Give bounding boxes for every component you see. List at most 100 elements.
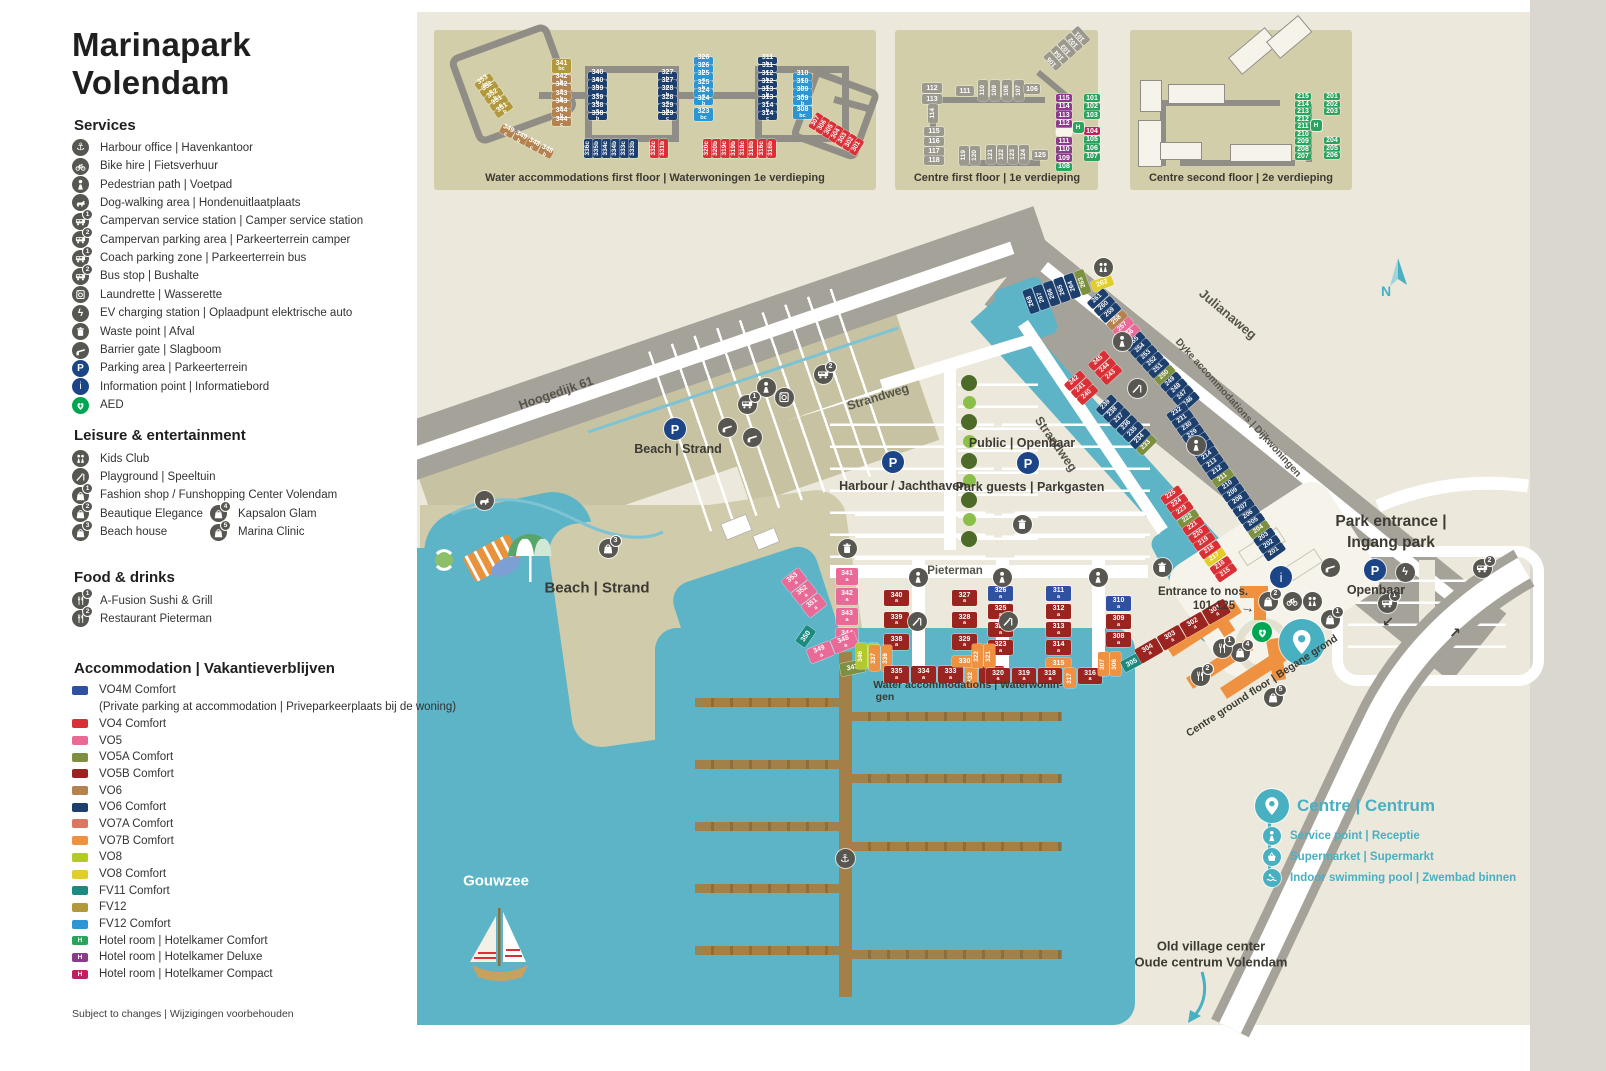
accommodation-cell: VO6 [72,785,122,797]
map-unit: 322 [972,644,983,668]
legend-item-label: Pedestrian path | Voetpad [100,178,233,191]
unit-suffix: a [1116,621,1121,628]
hotel-h: H [77,970,83,978]
vehicle-icon: 1 [72,208,93,230]
unit-number: 113 [926,95,938,103]
legend-item-label: Harbour office | Havenkantoor [100,141,253,154]
unit-suffix: a [1116,639,1121,646]
map-unit: 213 [1295,108,1311,115]
restaurant-icon: 2 [1190,662,1214,686]
accommodation-heading: Accommodation | Vakantieverblijven [74,660,335,678]
map-unit: 316b [767,139,776,158]
map-unit: 108 [1002,80,1012,101]
legend-item: Laundrette | Wasserette [72,286,402,304]
color-swatch [72,685,88,695]
services-heading: Services [74,116,136,134]
map-unit: 319c [721,139,730,158]
color-swatch [72,902,88,912]
map-unit: 105 [1084,135,1100,144]
legend-item-label: Campervan parking area | Parkeerterrein … [100,233,351,246]
tree-icon [961,453,977,469]
legend-item-label: Kids Club [100,452,150,465]
unit-suffix: b [701,85,706,92]
map-unit: 315 [1046,658,1071,668]
legend-item-label: Information point | Informatiebord [100,380,270,393]
map-unit: 109 [1056,154,1072,163]
legend-item-label: A-Fusion Sushi & Grill [100,594,213,607]
map-unit: 112 [922,83,942,93]
legend-item-label: Marina Clinic [238,526,305,539]
map-label: Indoor swimming pool | Zwembad binnen [1290,872,1517,884]
map-unit: 103 [1084,111,1100,120]
color-swatch [72,802,88,812]
unit-suffix: c [800,92,805,99]
tree-icon [962,435,976,448]
map-unit: 123 [1008,145,1018,164]
unit-number: 214 [1297,100,1309,108]
color-swatch [72,769,88,779]
map-unit: 106 [1024,84,1040,94]
color-swatch [72,886,88,896]
unit-suffix: c [665,100,670,107]
unit-suffix: c [765,84,770,91]
unit-suffix: a [998,629,1003,636]
accommodation-note-text: (Private parking at accommodation | Priv… [99,701,457,714]
map-unit: 201 [1324,93,1340,100]
unit-number: 113 [1058,111,1070,119]
dog-icon [72,194,89,212]
unit-suffix: c [765,116,770,122]
legend-item: Kids Club [72,449,402,468]
vehicle-icon: 2 [72,263,93,285]
map-label: 101-125 [1192,600,1236,612]
unit-suffix: a [1056,629,1061,636]
unit-number: 327 [958,591,971,599]
legend-item: Waste point | Afval [72,322,402,341]
unit-number: 103 [1086,111,1098,119]
unit-suffix: bc [700,114,707,121]
waste-point-icon [1152,557,1172,577]
badge-count: 2 [82,501,93,513]
accommodation-cell: VO5B Comfort [72,768,174,780]
accommodation-label: VO6 Comfort [99,801,167,814]
unit-number: 328 [661,85,674,93]
unit-number: 312 [761,77,774,85]
map-label: Entrance to nos. [1157,586,1249,598]
terrain-shape [695,946,841,955]
accommodation-cell: VO7B Comfort [72,835,174,847]
map-label: Oude centrum Volendam [1134,954,1288,970]
unit-suffix: c [559,104,564,111]
right-margin-band [1530,0,1606,1071]
accommodation-label: VO5A Comfort [99,751,174,764]
map-unit: 101 [1084,94,1100,102]
unit-number: 102 [1086,103,1098,111]
accommodation-label: VO5B Comfort [99,767,174,780]
map-label: Service point | Receptie [1290,830,1420,842]
badge-count: 2 [82,227,93,239]
unit-suffix: a [845,616,849,623]
unit-suffix: b [765,76,770,83]
legend-item-label: Parking area | Parkeerterrein [100,362,248,375]
map-unit: 212 [1295,115,1311,123]
accommodation-label: VO6 [99,784,123,797]
map-unit: 316c [758,139,767,158]
terrain-shape [695,760,841,769]
accommodation-item: VO7B Comfort [72,832,402,849]
map-label: gen [875,691,895,703]
unit-number: 341 [555,59,568,67]
map-unit: 320c [703,139,712,158]
